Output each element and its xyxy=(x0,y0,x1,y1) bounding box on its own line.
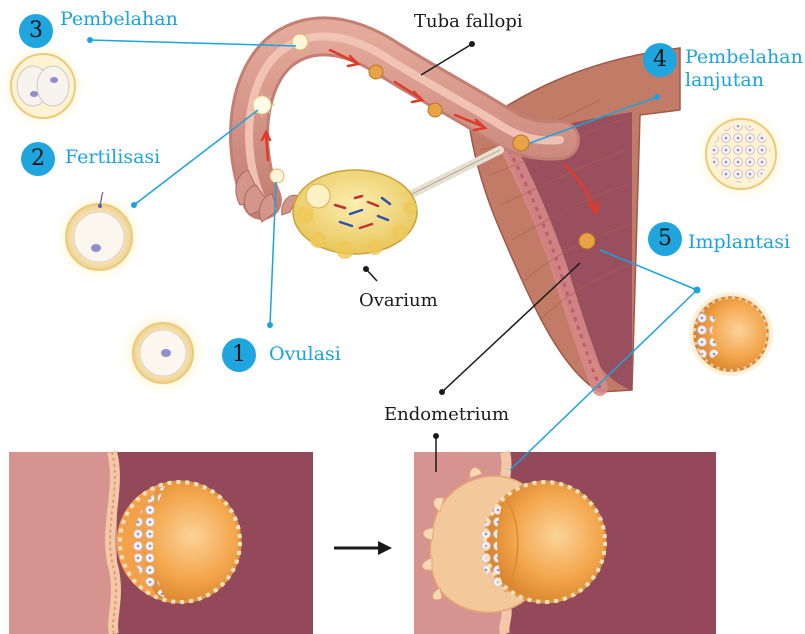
stage-2-badge: 2 xyxy=(21,142,55,176)
stage-1-label: Ovulasi xyxy=(269,344,341,366)
cell-blastocyst-small xyxy=(689,292,773,376)
ovary xyxy=(293,150,500,259)
transition-arrow xyxy=(334,541,392,555)
stage-4-label: Pembelahan lanjutan xyxy=(685,46,800,92)
stage-5-label: Implantasi xyxy=(688,232,790,254)
implantation-panel-after xyxy=(414,452,716,634)
cell-two-cell-stage xyxy=(1,44,85,128)
stage-1-badge: 1 xyxy=(222,338,256,372)
stage-3-badge: 3 xyxy=(19,14,53,48)
cell-morula xyxy=(695,108,787,200)
endometrium-label: Endometrium xyxy=(384,405,509,426)
ovarium-label: Ovarium xyxy=(359,291,438,312)
stage-3-label: Pembelahan xyxy=(60,9,178,31)
implantation-panel-before xyxy=(9,452,313,634)
cell-fertilized-egg xyxy=(55,192,143,281)
tuba-fallopi-label: Tuba fallopi xyxy=(414,12,523,33)
stage-5-badge: 5 xyxy=(648,222,682,256)
stage-4-badge: 4 xyxy=(643,43,677,77)
stage-2-label: Fertilisasi xyxy=(65,147,160,169)
cell-ovum xyxy=(121,311,205,395)
